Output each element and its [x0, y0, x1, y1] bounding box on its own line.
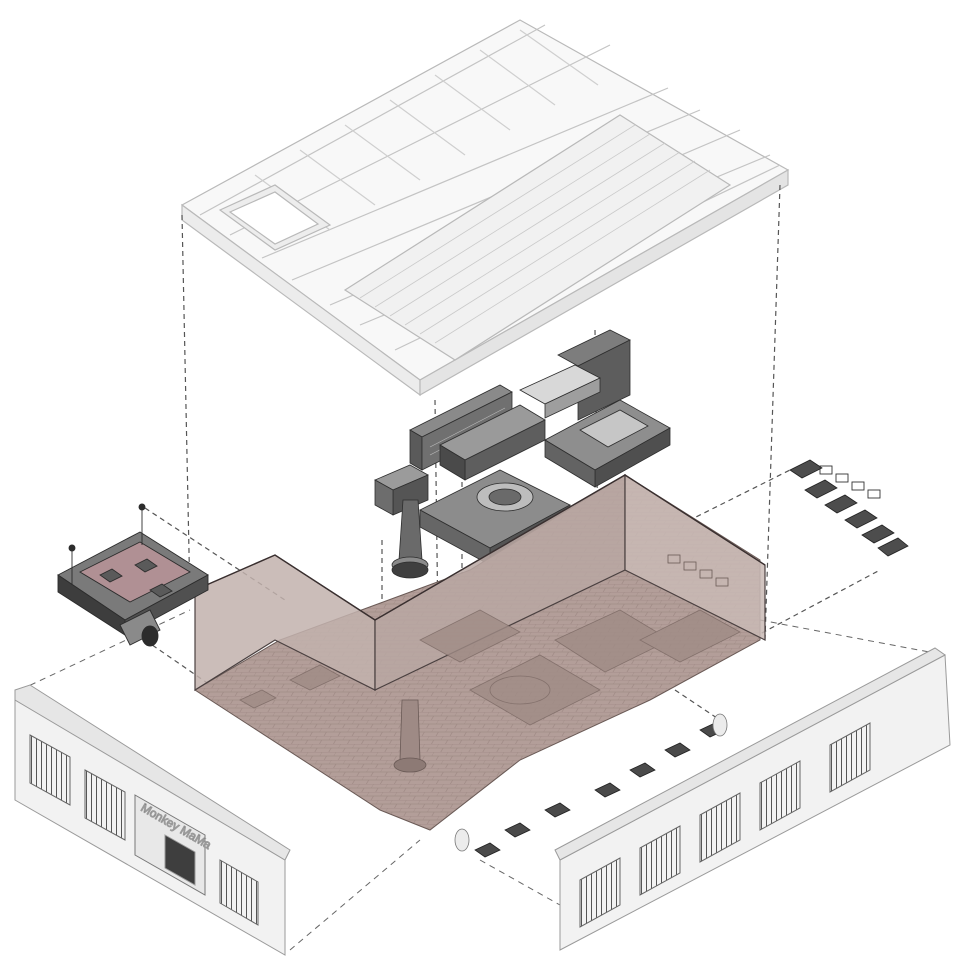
- bar-modules: [374, 329, 671, 579]
- chair-cluster-right: [789, 459, 909, 557]
- chair-cluster-front: [454, 713, 728, 858]
- facade-guides: [19, 609, 946, 951]
- roof-structure: [180, 19, 790, 397]
- facade-left: Monkey MaMa: [14, 684, 291, 956]
- interior-shell: [194, 473, 766, 831]
- lounge-module: [57, 503, 209, 647]
- facade-right: [554, 647, 951, 951]
